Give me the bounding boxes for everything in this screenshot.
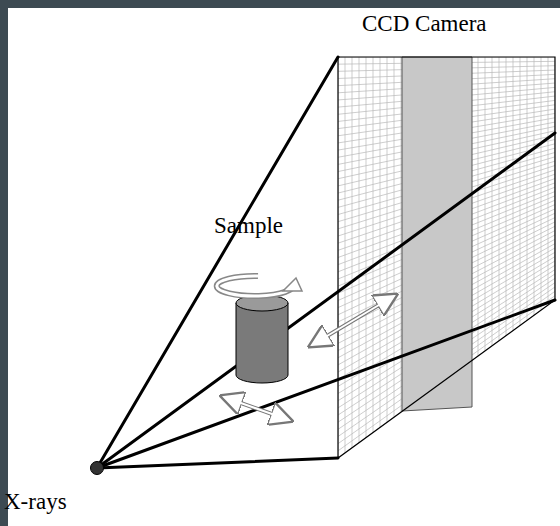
rotation-arrow xyxy=(217,276,293,296)
translation-arrow xyxy=(224,397,289,420)
beam-lines xyxy=(97,57,555,468)
ccd-camera xyxy=(338,57,555,458)
pixel-grid xyxy=(338,57,555,458)
translation-arrow xyxy=(312,296,394,345)
slide-border xyxy=(0,0,560,8)
xray-source xyxy=(91,462,104,475)
sample-cylinder xyxy=(236,295,288,383)
sample-label: Sample xyxy=(214,214,283,237)
slide-border xyxy=(0,0,8,526)
source-label: X-rays xyxy=(4,490,67,513)
detector-stripe xyxy=(402,57,472,411)
camera-label: CCD Camera xyxy=(362,12,487,35)
